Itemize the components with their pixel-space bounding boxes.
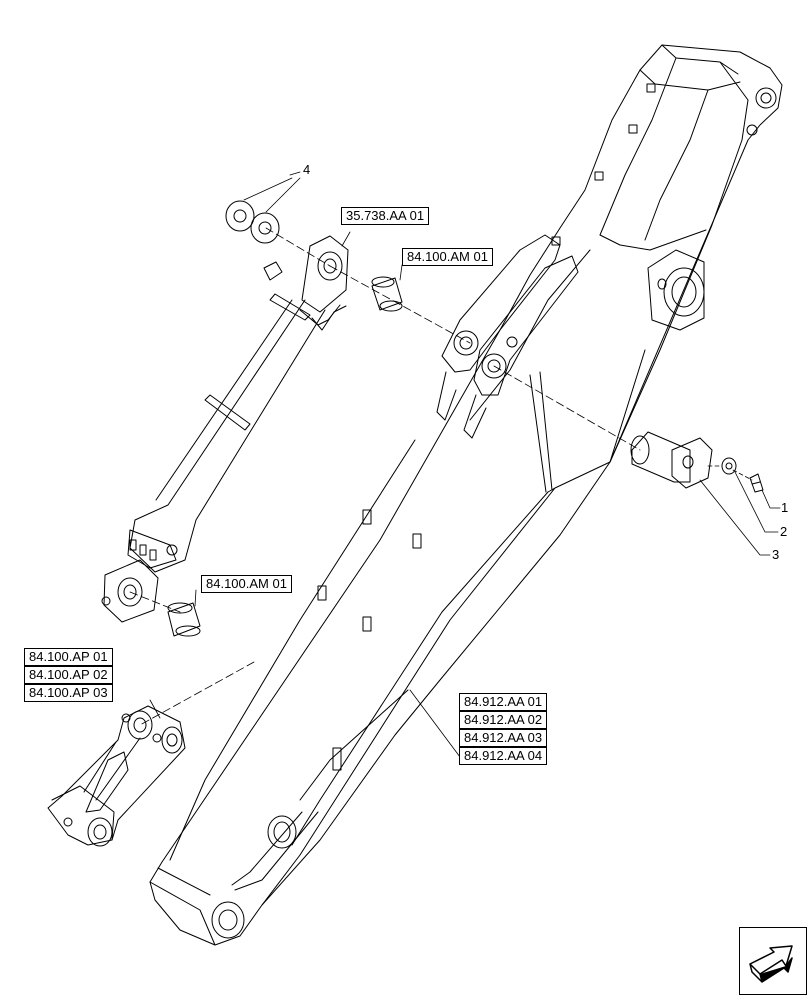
arrow-icon — [749, 945, 793, 983]
leader-lines — [129, 171, 781, 758]
ref-bushing-upper[interactable]: 84.100.AM 01 — [402, 248, 493, 266]
bushing-lower — [167, 602, 201, 637]
ref-boom-group-3[interactable]: 84.912.AA 03 — [459, 729, 548, 747]
boom-arm — [149, 44, 783, 946]
ref-boom-group-2[interactable]: 84.912.AA 02 — [459, 711, 548, 729]
washer-item-2 — [721, 457, 737, 475]
callout-1[interactable]: 1 — [781, 500, 789, 515]
ref-hydraulic-cylinder[interactable]: 35.738.AA 01 — [341, 207, 430, 225]
ref-link-group-2[interactable]: 84.100.AP 02 — [24, 666, 113, 684]
callout-3[interactable]: 3 — [772, 547, 780, 562]
bushing-upper — [371, 276, 403, 312]
ref-link-group-1[interactable]: 84.100.AP 01 — [24, 648, 113, 666]
pin-item-3 — [630, 431, 713, 489]
washers-item-4 — [225, 200, 280, 244]
ref-boom-group-4[interactable]: 84.912.AA 04 — [459, 747, 548, 765]
callout-4[interactable]: 4 — [303, 162, 311, 177]
ref-link-group-3[interactable]: 84.100.AP 03 — [24, 684, 113, 702]
link-assembly — [47, 705, 186, 847]
ref-bushing-lower[interactable]: 84.100.AM 01 — [201, 575, 292, 593]
hydraulic-cylinder — [101, 235, 349, 623]
callout-2[interactable]: 2 — [780, 524, 788, 539]
page-navigation-arrow-icon[interactable] — [739, 927, 807, 995]
bolt-item-1 — [749, 473, 764, 493]
ref-boom-group-1[interactable]: 84.912.AA 01 — [459, 693, 548, 711]
